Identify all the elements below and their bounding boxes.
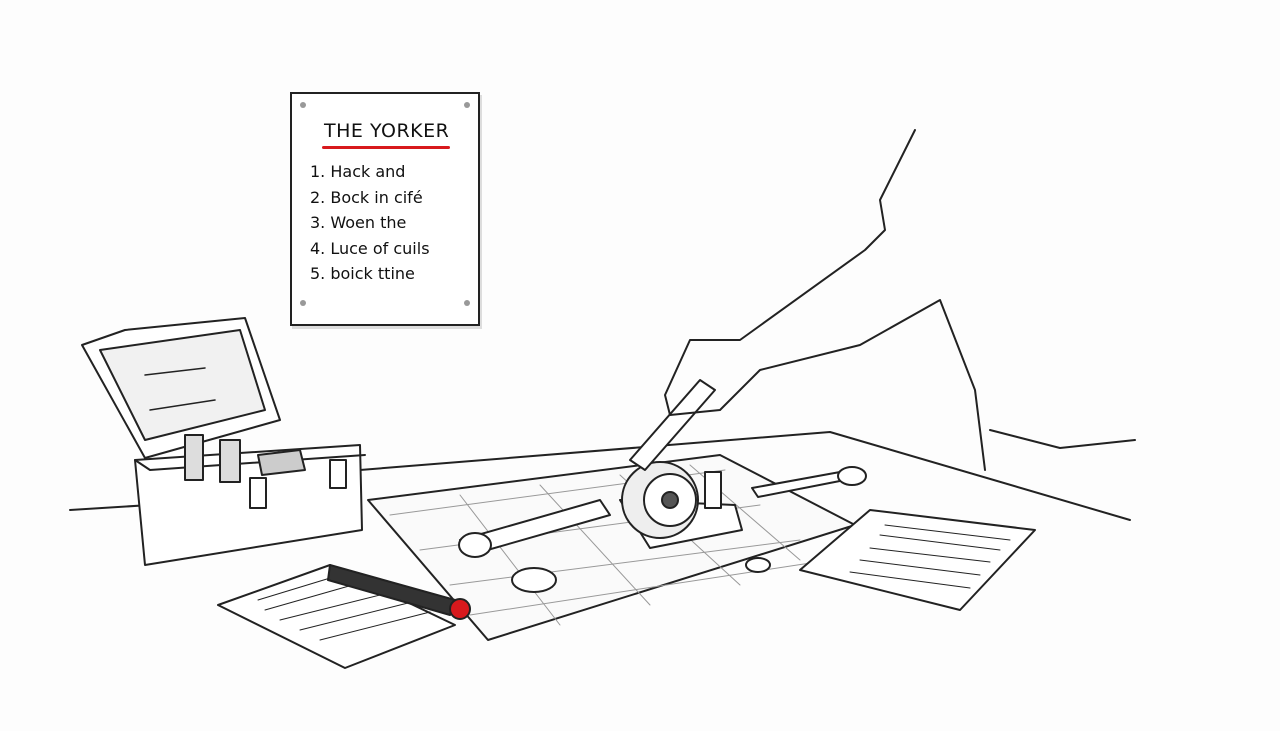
poster-title: THE YORKER xyxy=(324,120,450,142)
pin-icon xyxy=(300,102,306,108)
table-edge xyxy=(69,431,1131,521)
list-item: 3. Woen the xyxy=(310,213,407,232)
wall-poster: THE YORKER 1. Hack and 2. Bock in cifé 3… xyxy=(290,92,480,326)
list-item: 4. Luce of cuils xyxy=(310,238,430,258)
marker xyxy=(327,564,471,620)
title-underline xyxy=(322,146,450,149)
booklet xyxy=(799,509,1036,611)
list-item: 1. Hack and xyxy=(310,162,406,181)
poster-list: 1. Hack and 2. Bock in cifé 3. Woen the … xyxy=(310,159,478,287)
pin-icon xyxy=(464,102,470,108)
toolbox xyxy=(81,317,366,566)
list-item: 5. boick ttine xyxy=(310,264,415,283)
mechanism xyxy=(458,461,867,593)
pin-icon xyxy=(464,300,470,306)
list-item: 2. Bock in cifé xyxy=(310,187,423,207)
wrench xyxy=(629,379,716,471)
notepad xyxy=(217,564,456,669)
arm xyxy=(664,129,1136,471)
pin-icon xyxy=(300,300,306,306)
